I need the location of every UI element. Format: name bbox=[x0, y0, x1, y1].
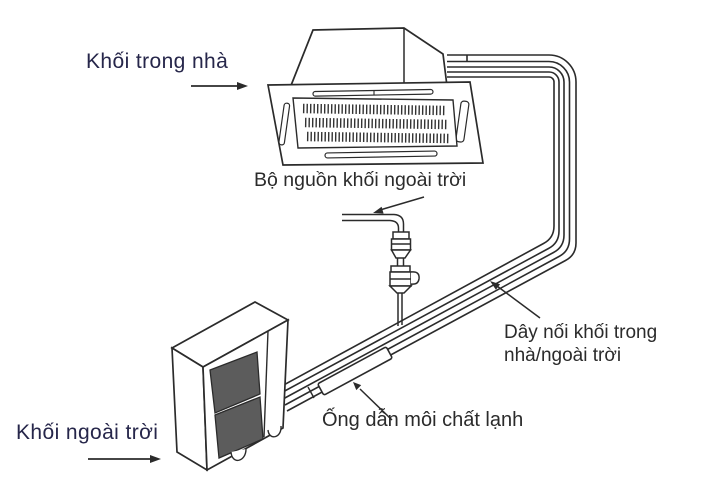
pipe-line-1 bbox=[286, 54, 577, 412]
pipe-line-4 bbox=[280, 71, 560, 394]
outdoor-grille-lower bbox=[214, 396, 264, 459]
right-arrow-outdoor-icon bbox=[88, 455, 161, 463]
power-line-and-valves bbox=[342, 213, 420, 326]
power-pipe-inner bbox=[342, 219, 400, 232]
indoor-vent-right bbox=[455, 100, 470, 143]
indoor-housing bbox=[288, 27, 448, 89]
label-connecting-wire-line1: Dây nối khối trong bbox=[504, 322, 658, 343]
label-connecting-wire-line2: nhà/ngoài trời bbox=[504, 345, 622, 366]
indoor-vent-top bbox=[312, 88, 434, 97]
pointer-refrigerant-pipe-icon bbox=[353, 382, 393, 421]
label-outdoor-power-supply: Bộ nguồn khối ngoài trời bbox=[254, 169, 467, 191]
label-connecting-wire: Dây nối khối trong nhà/ngoài trời bbox=[504, 321, 657, 367]
annotation-arrows bbox=[88, 82, 541, 463]
right-arrow-indoor-icon bbox=[191, 82, 248, 90]
pointer-power-supply-icon bbox=[373, 196, 425, 214]
indoor-grille-hatching bbox=[302, 103, 451, 144]
pipe-insulation-sleeve bbox=[307, 346, 393, 399]
pipe-line-3 bbox=[282, 66, 565, 400]
outdoor-foot-left bbox=[230, 448, 247, 461]
label-outdoor-unit: Khối ngoài trời bbox=[16, 421, 159, 444]
outdoor-front-divider bbox=[263, 330, 269, 438]
outdoor-foot-right bbox=[267, 425, 282, 438]
sleeve-end-tick bbox=[307, 386, 315, 399]
sleeve-body bbox=[317, 346, 393, 396]
pipe-line-5 bbox=[279, 76, 555, 388]
power-pipe-outer bbox=[342, 213, 405, 232]
pipe-bundle bbox=[279, 54, 577, 412]
valve-handle bbox=[410, 271, 420, 285]
outdoor-left-face bbox=[171, 346, 208, 472]
indoor-vent-left bbox=[278, 102, 291, 146]
service-valve-lower bbox=[388, 265, 420, 294]
pointer-connecting-wire-icon bbox=[490, 281, 541, 319]
outdoor-grille-upper bbox=[209, 351, 261, 414]
label-refrigerant-pipe: Ống dẫn môi chất lạnh bbox=[322, 409, 524, 431]
pipe-line-2 bbox=[284, 60, 571, 406]
outdoor-unit-drawing bbox=[170, 301, 290, 472]
indoor-vent-bottom bbox=[324, 150, 438, 159]
service-valve-upper bbox=[390, 231, 412, 266]
indoor-unit-drawing bbox=[266, 27, 484, 166]
label-indoor-unit: Khối trong nhà bbox=[86, 50, 229, 73]
